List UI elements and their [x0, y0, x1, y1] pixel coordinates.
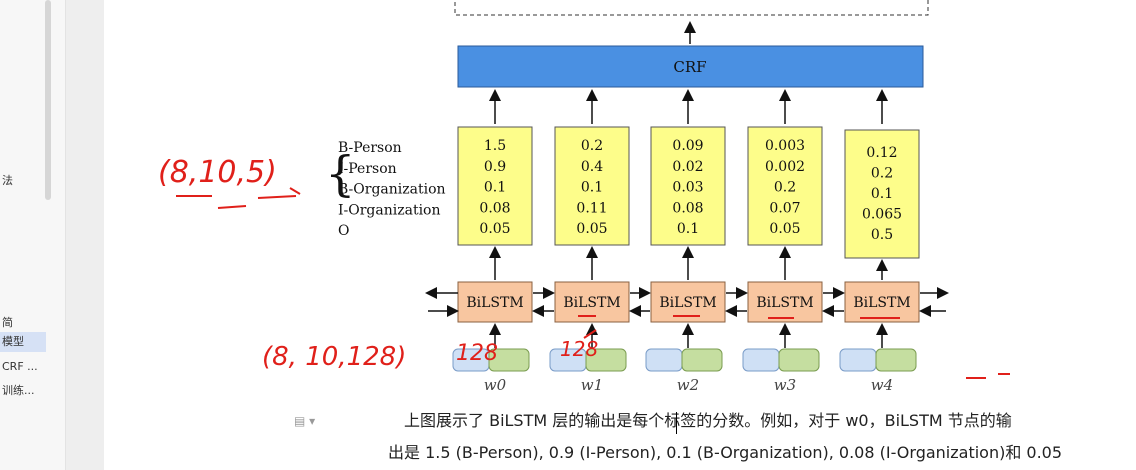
annotation-shape1: (8,10,5)	[158, 155, 277, 190]
score-value: 0.11	[576, 200, 607, 216]
sidebar-item[interactable]: 法	[2, 174, 13, 187]
score-value: 0.1	[484, 180, 506, 196]
sidebar-item[interactable]: 简	[2, 316, 13, 329]
bilstm-box	[747, 281, 823, 323]
score-value: 0.4	[581, 159, 603, 175]
annotation-shape2: (8, 10,128)	[262, 342, 406, 372]
score-box	[554, 126, 630, 246]
score-value: 0.5	[871, 227, 893, 243]
score-box	[844, 129, 920, 259]
score-box	[747, 126, 823, 246]
score-value: 1.5	[484, 138, 506, 154]
bilstm-label: BiLSTM	[756, 295, 813, 311]
char-embedding	[839, 348, 877, 372]
char-embedding	[742, 348, 780, 372]
crf-layer-box	[457, 45, 924, 88]
annotation-strokes	[578, 315, 1010, 379]
tag-brace: {	[325, 146, 356, 202]
word-label: w3	[774, 376, 796, 394]
score-value: 0.2	[581, 138, 603, 154]
sidebar-item[interactable]: 训练...	[2, 384, 35, 397]
score-value: 0.05	[769, 221, 800, 237]
score-value: 0.05	[479, 221, 510, 237]
tag-label: O	[338, 223, 349, 239]
crf-label: CRF	[673, 58, 706, 76]
sidebar-scrollbar[interactable]	[45, 0, 51, 200]
tag-label: B-Person	[338, 140, 402, 156]
caption-line-1: 上图展示了 BiLSTM 层的输出是每个标签的分数。例如，对于 w0，BiLST…	[404, 411, 1012, 430]
tag-label: I-Organization	[338, 202, 441, 218]
score-value: 0.08	[479, 200, 510, 216]
score-value: 0.05	[576, 221, 607, 237]
tag-label-list: B-PersonI-PersonB-OrganizationI-Organiza…	[338, 140, 446, 239]
caption-paragraph: 上图展示了 BiLSTM 层的输出是每个标签的分数。例如，对于 w0，BiLST…	[388, 405, 1136, 469]
score-value: 0.2	[774, 180, 796, 196]
score-value: 0.1	[581, 180, 603, 196]
tag-label: I-Person	[338, 161, 397, 177]
word-label: w4	[871, 376, 893, 394]
score-box	[457, 126, 533, 246]
score-value: 0.07	[769, 200, 800, 216]
bilstm-label: BiLSTM	[466, 295, 523, 311]
score-value: 0.002	[765, 159, 805, 175]
score-value: 0.09	[672, 138, 703, 154]
word-embedding	[585, 348, 627, 372]
bilstm-label: BiLSTM	[563, 295, 620, 311]
score-value: 0.2	[871, 166, 893, 182]
score-value: 0.12	[866, 145, 897, 161]
annotation-128-b: 128	[560, 337, 598, 361]
score-value: 0.02	[672, 159, 703, 175]
word-embedding	[681, 348, 723, 372]
sidebar-outline: 法 简 模型 CRF ... 训练...	[0, 0, 66, 470]
word-embedding	[778, 348, 820, 372]
caption-line-2: 出是 1.5 (B-Person), 0.9 (I-Person), 0.1 (…	[388, 443, 1063, 462]
sidebar-item-active[interactable]: 模型	[0, 332, 46, 352]
page-gutter	[66, 0, 104, 470]
score-value: 0.1	[677, 221, 699, 237]
annotation-underline	[176, 187, 301, 209]
word-embedding	[488, 348, 530, 372]
word-label: w1	[581, 376, 603, 394]
bilstm-label: BiLSTM	[659, 295, 716, 311]
score-value: 0.9	[484, 159, 506, 175]
score-box	[650, 126, 726, 246]
score-value: 0.065	[862, 207, 902, 223]
sidebar-item[interactable]: CRF ...	[2, 360, 38, 373]
word-label: w2	[677, 376, 699, 394]
bilstm-box	[844, 281, 920, 323]
word-label: w0	[484, 376, 507, 394]
score-value: 0.1	[871, 186, 893, 202]
word-embedding	[875, 348, 917, 372]
char-embedding	[645, 348, 683, 372]
bilstm-box	[457, 281, 533, 323]
paragraph-icon[interactable]: ▤ ▾	[294, 414, 316, 428]
output-dashed-box	[454, 0, 929, 16]
score-value: 0.03	[672, 180, 703, 196]
bilstm-crf-diagram: CRF 1.50.90.10.080.05BiLSTMw00.20.40.10.…	[158, 0, 1010, 394]
bilstm-label: BiLSTM	[853, 295, 910, 311]
tag-label: B-Organization	[338, 182, 446, 198]
text-cursor	[676, 412, 677, 434]
annotation-128-a: 128	[456, 341, 498, 366]
score-value: 0.003	[765, 138, 805, 154]
score-value: 0.08	[672, 200, 703, 216]
